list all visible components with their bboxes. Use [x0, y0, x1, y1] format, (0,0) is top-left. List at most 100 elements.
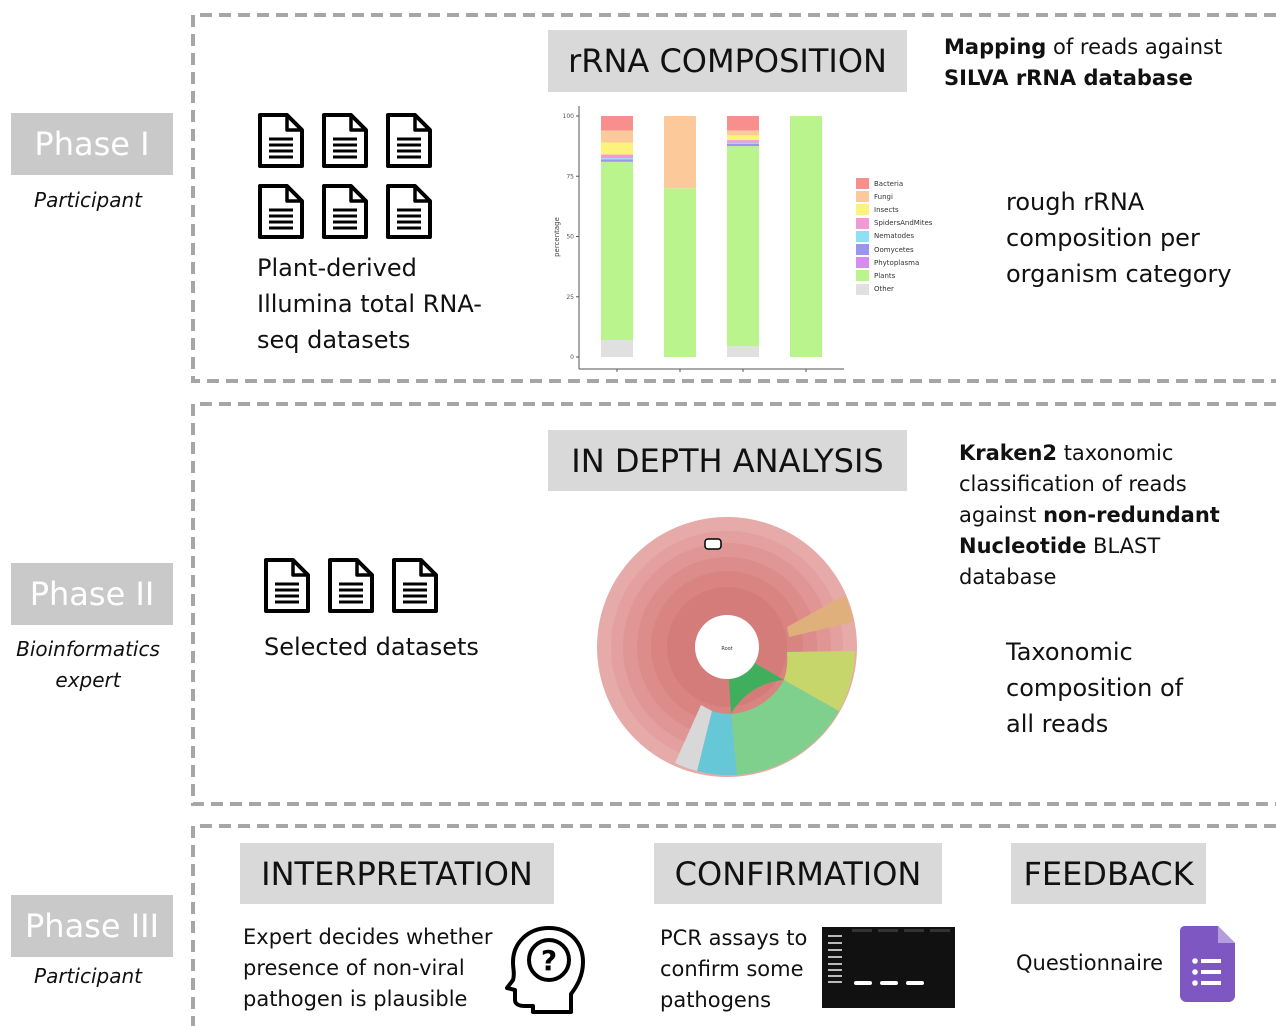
- krona-highlight-box: [704, 538, 722, 550]
- question-mark-icon: ?: [541, 944, 557, 977]
- document-icon: [386, 113, 432, 168]
- questionnaire-label: Questionnaire: [1016, 951, 1164, 975]
- legend-item: SpidersAndMites: [856, 217, 933, 229]
- legend-swatch: [856, 178, 869, 189]
- bar-segment-nematodes: [727, 142, 759, 144]
- legend-label: Fungi: [874, 192, 893, 201]
- legend-item: Insects: [856, 204, 899, 216]
- kraken-note: Kraken2 taxonomic classification of read…: [959, 441, 1220, 589]
- y-tick-label: 75: [566, 173, 574, 180]
- rrna-bar-chart: percentage 0 25 50 75 100: [553, 106, 844, 372]
- bar-segment-oomycetes: [727, 143, 759, 147]
- panel-3-frame: [191, 824, 1276, 1026]
- document-icon: [328, 558, 374, 613]
- krona-grey-wedge: [675, 705, 712, 771]
- confirmation-heading: CONFIRMATION: [654, 843, 942, 904]
- krona-plants-wedge: [731, 680, 839, 775]
- document-icon: [258, 113, 304, 168]
- mapping-note: Mapping of reads against SILVA rRNA data…: [944, 35, 1223, 90]
- bar-segment-other: [727, 346, 759, 357]
- phase-1-label: Phase I: [11, 113, 173, 175]
- bar-segment-bacteria: [601, 116, 633, 131]
- forms-icon: [1180, 926, 1235, 1002]
- krona-cyan-wedge: [697, 711, 737, 776]
- bar-segment-plants: [601, 161, 633, 341]
- phase-3-label: Phase III: [11, 895, 173, 957]
- bar-segment-spidersandmites: [601, 154, 633, 159]
- interpretation-text: Expert decides whether presence of non-v…: [243, 925, 493, 1011]
- datasets-description: Plant-derived Illumina total RNA- seq da…: [257, 254, 482, 354]
- bar-segment-fungi: [727, 130, 759, 136]
- taxonomic-composition-description: Taxonomic composition of all reads: [1006, 638, 1184, 738]
- legend-item: Nematodes: [856, 230, 915, 242]
- confirmation-text: PCR assays to confirm some pathogens: [660, 926, 808, 1012]
- bar-segment-bacteria: [727, 116, 759, 131]
- phase-2-label: Phase II: [11, 563, 173, 625]
- bar-segment-nematodes: [601, 158, 633, 160]
- document-icon: [386, 184, 432, 239]
- phase-1-role: Participant: [34, 188, 142, 212]
- bar-segment-other: [601, 340, 633, 357]
- bar-segment-insects: [727, 135, 759, 141]
- rrna-composition-description: rough rRNA composition per organism cate…: [1006, 188, 1232, 288]
- legend-item: Oomycetes: [856, 244, 914, 255]
- legend-label: Nematodes: [874, 232, 915, 241]
- bar-segment-fungi: [664, 116, 696, 189]
- legend-swatch: [856, 191, 869, 203]
- feedback-heading: FEEDBACK: [1011, 843, 1206, 904]
- bar-segment-fungi: [601, 130, 633, 143]
- legend-item: Plants: [856, 270, 896, 282]
- krona-center: [695, 615, 759, 679]
- bar-segment-plants: [790, 116, 822, 357]
- legend-swatch: [856, 257, 869, 269]
- legend-label: Phytoplasma: [874, 258, 920, 267]
- legend-label: Insects: [874, 205, 899, 214]
- legend-label: Plants: [874, 271, 896, 280]
- document-icon: [322, 184, 368, 239]
- krona-orange-wedge: [787, 595, 853, 637]
- y-tick-label: 0: [570, 354, 574, 361]
- bar-segment-plants: [664, 188, 696, 357]
- legend-label: SpidersAndMites: [874, 219, 933, 228]
- document-icon: [264, 558, 310, 613]
- document-icon: [392, 558, 438, 613]
- rrna-composition-heading: rRNA COMPOSITION: [548, 30, 907, 92]
- y-tick-label: 50: [566, 234, 574, 241]
- krona-taxonomy-chart: Root: [597, 517, 857, 777]
- y-tick-label: 25: [566, 294, 574, 301]
- bar-segment-spidersandmites: [727, 140, 759, 143]
- y-axis-label: percentage: [553, 217, 561, 257]
- legend-swatch: [856, 230, 869, 242]
- legend-swatch: [856, 204, 869, 216]
- document-icon: [258, 184, 304, 239]
- legend-item: Phytoplasma: [856, 257, 920, 269]
- legend-label: Bacteria: [874, 179, 904, 188]
- legend-swatch: [856, 244, 869, 255]
- legend-swatch: [856, 283, 869, 295]
- legend-swatch: [856, 270, 869, 282]
- selected-files-icon-group: [264, 558, 438, 613]
- interpretation-heading: INTERPRETATION: [240, 843, 554, 904]
- in-depth-analysis-heading: IN DEPTH ANALYSIS: [548, 430, 907, 491]
- legend-label: Other: [874, 285, 894, 294]
- legend-swatch: [856, 217, 869, 229]
- dataset-files-icon-group: [258, 113, 432, 239]
- phase-3-role: Participant: [34, 964, 142, 988]
- krona-root-label: Root: [721, 646, 732, 652]
- legend-item: Bacteria: [856, 178, 903, 189]
- panel-1-frame: [191, 13, 1276, 383]
- legend-label: Oomycetes: [874, 245, 914, 254]
- krona-yellow-wedge: [784, 651, 855, 711]
- document-icon: [322, 113, 368, 168]
- y-tick-label: 100: [563, 113, 575, 120]
- bar-segment-insects: [601, 142, 633, 155]
- selected-datasets-label: Selected datasets: [264, 633, 479, 661]
- pcr-gel-image: [822, 927, 955, 1008]
- bar-segment-oomycetes: [601, 159, 633, 162]
- thinking-head-icon: ?: [505, 926, 585, 1014]
- panel-2-frame: [191, 402, 1276, 806]
- legend-item: Fungi: [856, 191, 893, 203]
